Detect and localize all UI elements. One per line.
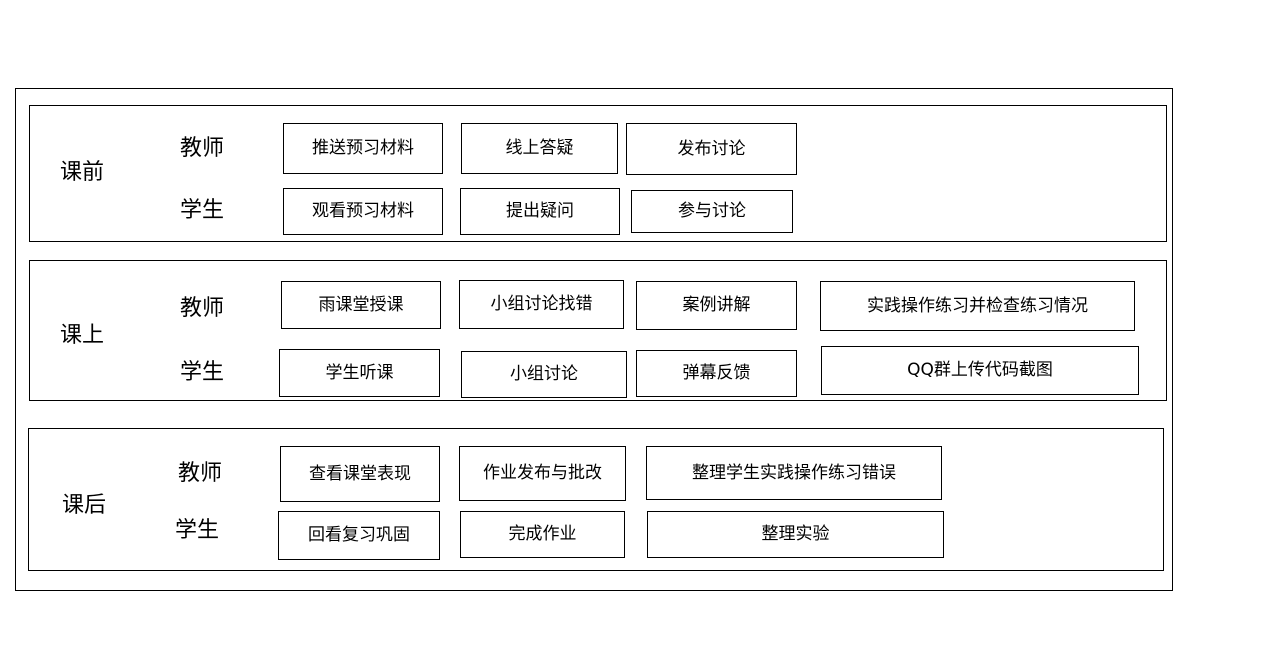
activity-box: 回看复习巩固: [278, 511, 440, 560]
activity-box: 案例讲解: [636, 281, 797, 330]
phase-label: 课后: [62, 493, 107, 518]
activity-box: 整理实验: [647, 511, 944, 558]
phase-label: 课上: [60, 323, 105, 348]
activity-box: 弹幕反馈: [636, 350, 797, 397]
activity-box: 参与讨论: [631, 190, 793, 233]
activity-box: 完成作业: [460, 511, 625, 558]
activity-box: 整理学生实践操作练习错误: [646, 446, 942, 500]
activity-box: 小组讨论: [461, 351, 627, 398]
role-label-student: 学生: [180, 360, 225, 385]
activity-box: 观看预习材料: [283, 188, 443, 235]
activity-box: 提出疑问: [460, 188, 620, 235]
activity-box: 雨课堂授课: [281, 281, 441, 329]
section-pre-class: 课前 教师 推送预习材料 线上答疑 发布讨论 学生 观看预习材料 提出疑问 参与…: [29, 105, 1167, 242]
role-label-student: 学生: [175, 518, 220, 543]
activity-box: 发布讨论: [626, 123, 797, 175]
diagram-frame: 课前 教师 推送预习材料 线上答疑 发布讨论 学生 观看预习材料 提出疑问 参与…: [15, 88, 1173, 591]
activity-box: 实践操作练习并检查练习情况: [820, 281, 1135, 331]
activity-box: 线上答疑: [461, 123, 618, 174]
role-label-teacher: 教师: [180, 296, 225, 321]
activity-box: 推送预习材料: [283, 123, 443, 174]
role-label-teacher: 教师: [180, 136, 225, 161]
activity-box: 小组讨论找错: [459, 280, 624, 329]
section-post-class: 课后 教师 查看课堂表现 作业发布与批改 整理学生实践操作练习错误 学生 回看复…: [28, 428, 1164, 571]
activity-box: QQ群上传代码截图: [821, 346, 1139, 395]
section-in-class: 课上 教师 雨课堂授课 小组讨论找错 案例讲解 实践操作练习并检查练习情况 学生…: [29, 260, 1167, 401]
activity-box: 学生听课: [279, 349, 440, 397]
role-label-student: 学生: [180, 198, 225, 223]
activity-box: 查看课堂表现: [280, 446, 440, 502]
phase-label: 课前: [60, 160, 105, 185]
role-label-teacher: 教师: [178, 461, 223, 486]
activity-box: 作业发布与批改: [459, 446, 626, 501]
